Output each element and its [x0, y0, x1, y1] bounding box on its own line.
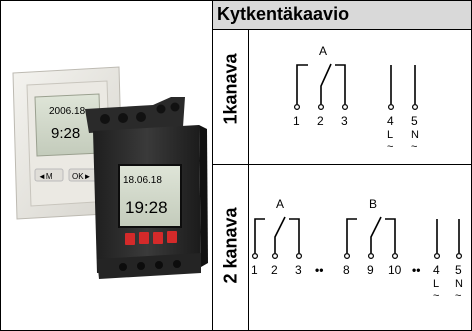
terminal-1: 1 — [293, 114, 300, 128]
contact-label-b: B — [369, 197, 377, 211]
wall-right-button: OK► — [72, 172, 91, 181]
ac-symbol-l: ~ — [387, 141, 393, 153]
row-label-divider — [248, 30, 249, 164]
terminal-9: 9 — [367, 263, 374, 277]
terminal-5: 5 — [455, 263, 462, 277]
terminal-2: 2 — [317, 114, 324, 128]
wall-time-readout: 9:28 — [51, 125, 80, 142]
power-letter-l: L — [433, 278, 439, 290]
power-letter-n: N — [455, 278, 463, 290]
wall-timer: 2006.18 9:28 ◄M OK► — [12, 66, 124, 220]
terminal-2: 2 — [271, 263, 278, 277]
din-date-readout: 18.06.18 — [123, 175, 162, 186]
diagram-title: Kytkentäkaavio — [217, 4, 350, 24]
power-letter-n: N — [411, 129, 419, 141]
row-label-divider — [248, 165, 249, 330]
product-photo-cell: 2006.18 9:28 ◄M OK► — [1, 1, 213, 330]
terminal-4: 4 — [387, 114, 394, 128]
contact-label-a: A — [319, 44, 327, 58]
terminal-5: 5 — [411, 114, 418, 128]
dual-channel-schematic: A B 1 2 3 •• 8 9 10 •• 4 5 L N ~ ~ — [251, 197, 463, 302]
terminal-gap-dots: •• — [315, 263, 323, 277]
diagram-header: Kytkentäkaavio — [213, 1, 471, 30]
din-time-readout: 19:28 — [125, 198, 168, 217]
ac-symbol-n: ~ — [455, 290, 461, 302]
product-photo: 2006.18 9:28 ◄M OK► — [12, 66, 208, 279]
ac-symbol-n: ~ — [411, 141, 417, 153]
contact-label-a: A — [276, 197, 284, 211]
terminal-gap-dots: •• — [412, 263, 420, 277]
single-channel-schematic: A 1 2 3 4 5 L N ~ ~ — [293, 44, 419, 153]
single-channel-row: 1kanava A — [213, 30, 471, 165]
ac-symbol-l: ~ — [433, 290, 439, 302]
power-letter-l: L — [387, 129, 393, 141]
terminal-4: 4 — [433, 263, 440, 277]
wall-left-button: ◄M — [38, 172, 53, 181]
terminal-3: 3 — [341, 114, 348, 128]
din-rail-timer: 18.06.18 19:28 — [85, 97, 208, 279]
terminal-3: 3 — [295, 263, 302, 277]
terminal-10: 10 — [388, 263, 402, 277]
terminal-1: 1 — [251, 263, 258, 277]
dual-channel-row: 2 kanava — [213, 165, 471, 330]
terminal-8: 8 — [343, 263, 350, 277]
wall-date-readout: 2006.18 — [49, 106, 86, 117]
